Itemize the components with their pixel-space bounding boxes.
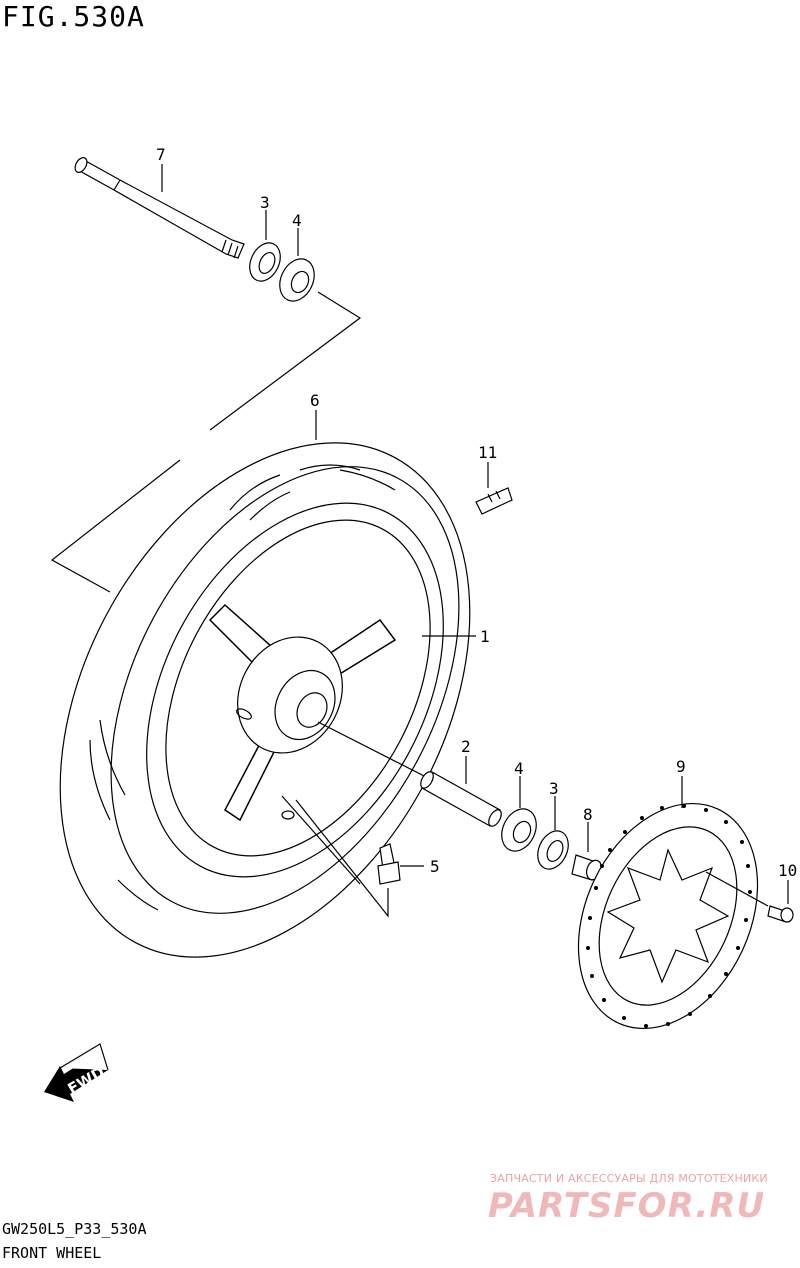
- callout-4-lower: 4: [514, 759, 524, 778]
- callout-11: 11: [478, 443, 497, 462]
- figure-title: FIG.530A: [2, 0, 145, 33]
- callout-8: 8: [583, 805, 593, 824]
- callout-3-lower: 3: [549, 779, 559, 798]
- callout-1: 1: [480, 627, 490, 646]
- callout-4-upper: 4: [292, 211, 302, 230]
- leader-valve-b: [281, 795, 361, 885]
- wheel-part: [146, 502, 444, 878]
- valve-part: [377, 843, 401, 885]
- balancer-part: [475, 487, 513, 515]
- callout-5: 5: [430, 857, 440, 876]
- callout-2: 2: [461, 737, 471, 756]
- callout-7: 7: [156, 145, 166, 164]
- diagram-code: GW250L5_P33_530A: [2, 1220, 147, 1238]
- watermark-tagline: ЗАПЧАСТИ И АКСЕССУАРЫ ДЛЯ МОТОТЕХНИКИ: [490, 1172, 768, 1185]
- diagram-name: FRONT WHEEL: [2, 1244, 102, 1262]
- leader-axle: [209, 291, 362, 431]
- bearing-lower: [501, 808, 537, 852]
- watermark-logo: PARTSFOR.RU: [488, 1186, 766, 1226]
- leader-valve: [295, 799, 389, 918]
- axle-part: [74, 157, 245, 259]
- disc-bolt-part: [767, 905, 794, 923]
- spacer-part: [420, 771, 502, 827]
- callout-6: 6: [310, 391, 320, 410]
- callout-10: 10: [778, 861, 797, 880]
- dust-seal-lower: [537, 830, 569, 870]
- leader-hub: [50, 459, 181, 593]
- dust-seal-upper: [249, 242, 281, 282]
- fwd-arrow-icon: FWD: [44, 1043, 109, 1102]
- bearing-upper: [279, 258, 315, 302]
- brake-disc-part: [577, 802, 759, 1030]
- leader-spacer: [317, 721, 433, 781]
- leader-bolt: [705, 871, 769, 907]
- callout-3-upper: 3: [260, 193, 270, 212]
- callout-9: 9: [676, 757, 686, 776]
